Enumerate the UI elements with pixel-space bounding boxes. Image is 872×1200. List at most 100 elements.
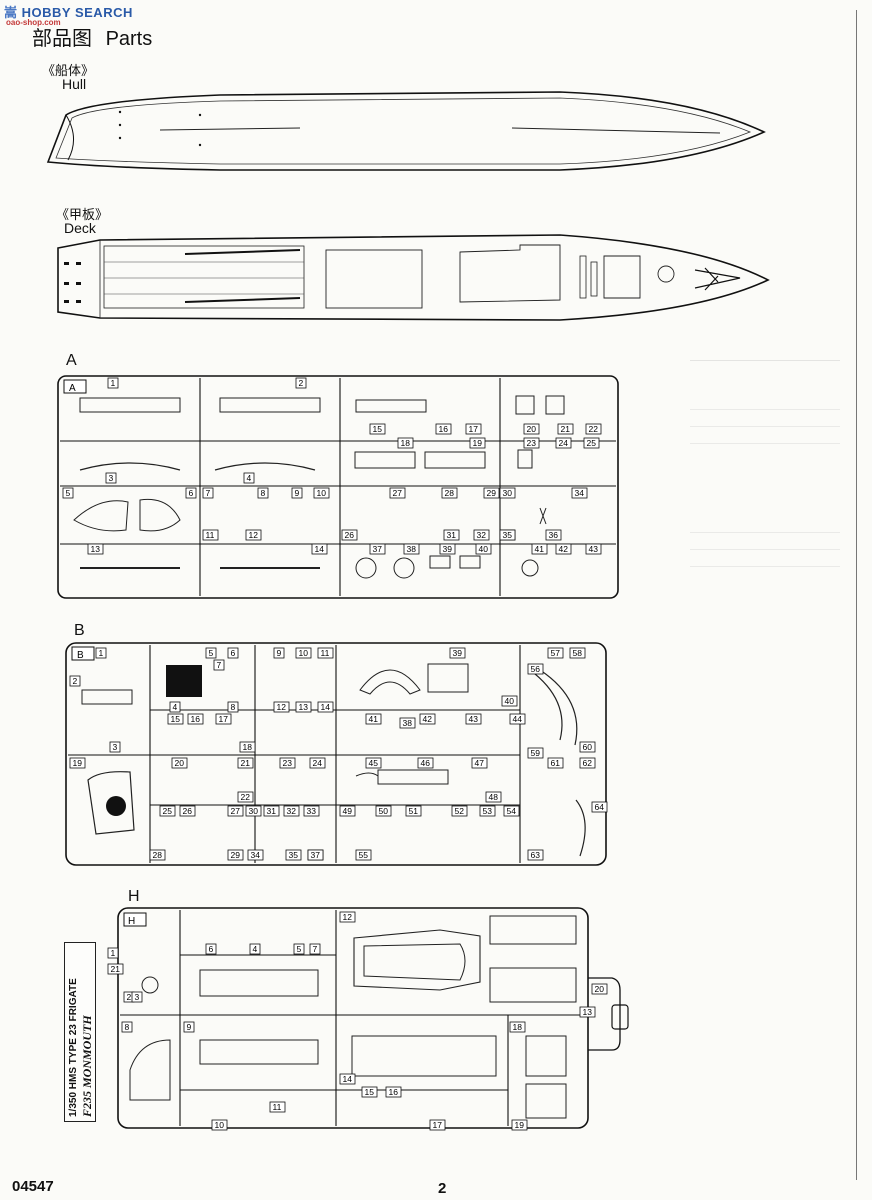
sprue-a-part-box-9 — [291, 487, 303, 499]
sprue-h-part-box-12 — [339, 911, 356, 923]
sprue-a-part-number-16: 16 — [439, 424, 449, 434]
sprue-a-part-box-11 — [202, 529, 219, 541]
sprue-h-part-number-7: 7 — [313, 944, 318, 954]
sprue-b-part-number-9: 9 — [277, 648, 282, 658]
sprue-b-part-box-42 — [419, 713, 436, 725]
sprue-b-part-number-53: 53 — [483, 806, 493, 816]
sprue-b-part-box-11 — [317, 647, 334, 659]
sprue-b-part-number-57: 57 — [551, 648, 561, 658]
sprue-a-part-box-42 — [555, 543, 572, 555]
sprue-a-part-box-13 — [87, 543, 104, 555]
sprue-b-part-number-29: 29 — [231, 850, 241, 860]
sprue-a-part-box-5 — [62, 487, 74, 499]
sprue-b-part-number-34: 34 — [251, 850, 261, 860]
sprue-a-part-box-41 — [531, 543, 548, 555]
sprue-b-part-number-55: 55 — [359, 850, 369, 860]
sprue-b-part-number-63: 63 — [531, 850, 541, 860]
sprue-b-part-number-38: 38 — [403, 718, 413, 728]
sprue-b-part-box-13 — [295, 701, 312, 713]
sprue-b-part-box-57 — [547, 647, 564, 659]
sprue-a-part-number-5: 5 — [66, 488, 71, 498]
sprue-b-part-box-12 — [273, 701, 290, 713]
sprue-a-part-box-7 — [202, 487, 214, 499]
sprue-b-part-box-25 — [159, 805, 176, 817]
sprue-a-part-number-36: 36 — [549, 530, 559, 540]
sprue-a-part-box-19 — [469, 437, 486, 449]
sprue-b-part-number-27: 27 — [231, 806, 241, 816]
sprue-b-part-box-26 — [179, 805, 196, 817]
sprue-a-part-number-6: 6 — [189, 488, 194, 498]
sprue-b-part-box-6 — [227, 647, 239, 659]
sprue-h-part-box-1 — [107, 947, 119, 959]
sprue-b-part-box-61 — [547, 757, 564, 769]
sprue-a-part-number-9: 9 — [295, 488, 300, 498]
sprue-a-part-number-28: 28 — [445, 488, 455, 498]
sprue-b-part-number-32: 32 — [287, 806, 297, 816]
sprue-b-part-number-12: 12 — [277, 702, 287, 712]
sprue-a-part-number-22: 22 — [589, 424, 599, 434]
sprue-a-part-box-34 — [571, 487, 588, 499]
sprue-h-part-number-8: 8 — [125, 1022, 130, 1032]
sprue-b-part-number-13: 13 — [299, 702, 309, 712]
sprue-b-part-box-53 — [479, 805, 496, 817]
sprue-b-part-box-7 — [213, 659, 225, 671]
sprue-a-part-box-30 — [499, 487, 516, 499]
sprue-b-part-box-27 — [227, 805, 244, 817]
sprue-h-part-box-4 — [249, 943, 261, 955]
hull-drawing — [46, 91, 766, 171]
sprue-b-part-number-56: 56 — [531, 664, 541, 674]
sprue-a-part-number-41: 41 — [535, 544, 545, 554]
sprue-b-part-box-10 — [295, 647, 312, 659]
sprue-h-part-number-9: 9 — [187, 1022, 192, 1032]
sprue-b-part-number-42: 42 — [423, 714, 433, 724]
sprue-a-part-number-35: 35 — [503, 530, 513, 540]
sprue-b-part-box-45 — [365, 757, 382, 769]
sprue-h-part-number-6: 6 — [209, 944, 214, 954]
sprue-b-part-number-59: 59 — [531, 748, 541, 758]
sprue-b-part-box-55 — [355, 849, 372, 861]
sprue-b-part-box-50 — [375, 805, 392, 817]
sprue-h-part-number-4: 4 — [253, 944, 258, 954]
sprue-h-part-box-15 — [361, 1086, 378, 1098]
sprue-b-part-number-50: 50 — [379, 806, 389, 816]
sprue-b-part-number-5: 5 — [209, 648, 214, 658]
sprue-b-part-box-32 — [283, 805, 300, 817]
sprue-b-part-box-28 — [149, 849, 166, 861]
page-title-en: Parts — [105, 28, 153, 50]
sprue-h-part-number-1: 1 — [111, 948, 116, 958]
sprue-b-part-number-6: 6 — [231, 648, 236, 658]
sprue-a-part-number-18: 18 — [401, 438, 411, 448]
sprue-b-part-number-64: 64 — [595, 802, 605, 812]
sprue-a-part-box-1 — [107, 377, 119, 389]
sprue-b-part-number-49: 49 — [343, 806, 353, 816]
sprue-a-part-box-28 — [441, 487, 458, 499]
sprue-b-part-box-34 — [247, 849, 264, 861]
sprue-b-part-number-26: 26 — [183, 806, 193, 816]
sprue-a-part-number-30: 30 — [503, 488, 513, 498]
sprue-a-part-number-7: 7 — [206, 488, 211, 498]
sprue-b-part-number-10: 10 — [299, 648, 309, 658]
sprue-a-part-box-16 — [435, 423, 452, 435]
sprue-b-part-number-8: 8 — [231, 702, 236, 712]
sprue-a-part-box-21 — [557, 423, 574, 435]
sprue-b-part-box-39 — [449, 647, 466, 659]
sprue-b-part-number-58: 58 — [573, 648, 583, 658]
sprue-b-part-number-52: 52 — [455, 806, 465, 816]
sprue-b-part-box-51 — [405, 805, 422, 817]
sprue-h-label-plate: 1/350 HMS TYPE 23 FRIGATE F235 MONMOUTH — [64, 942, 96, 1122]
sprue-a-part-box-23 — [523, 437, 540, 449]
sprue-b-part-number-51: 51 — [409, 806, 419, 816]
sprue-b-part-number-44: 44 — [513, 714, 523, 724]
sprue-b-part-box-52 — [451, 805, 468, 817]
sprue-b-part-number-11: 11 — [321, 648, 330, 658]
sprue-b-part-box-60 — [579, 741, 596, 753]
sprue-a-part-number-3: 3 — [109, 473, 114, 483]
sprue-b-part-number-54: 54 — [507, 806, 517, 816]
sprue-a-part-number-31: 31 — [447, 530, 457, 540]
deck-label-en: Deck — [64, 220, 96, 236]
sprue-b-part-number-30: 30 — [249, 806, 259, 816]
sprue-a-part-box-39 — [439, 543, 456, 555]
sprue-a-part-box-35 — [499, 529, 516, 541]
sprue-b-part-number-1: 1 — [99, 648, 104, 658]
sprue-b-part-box-35 — [285, 849, 302, 861]
